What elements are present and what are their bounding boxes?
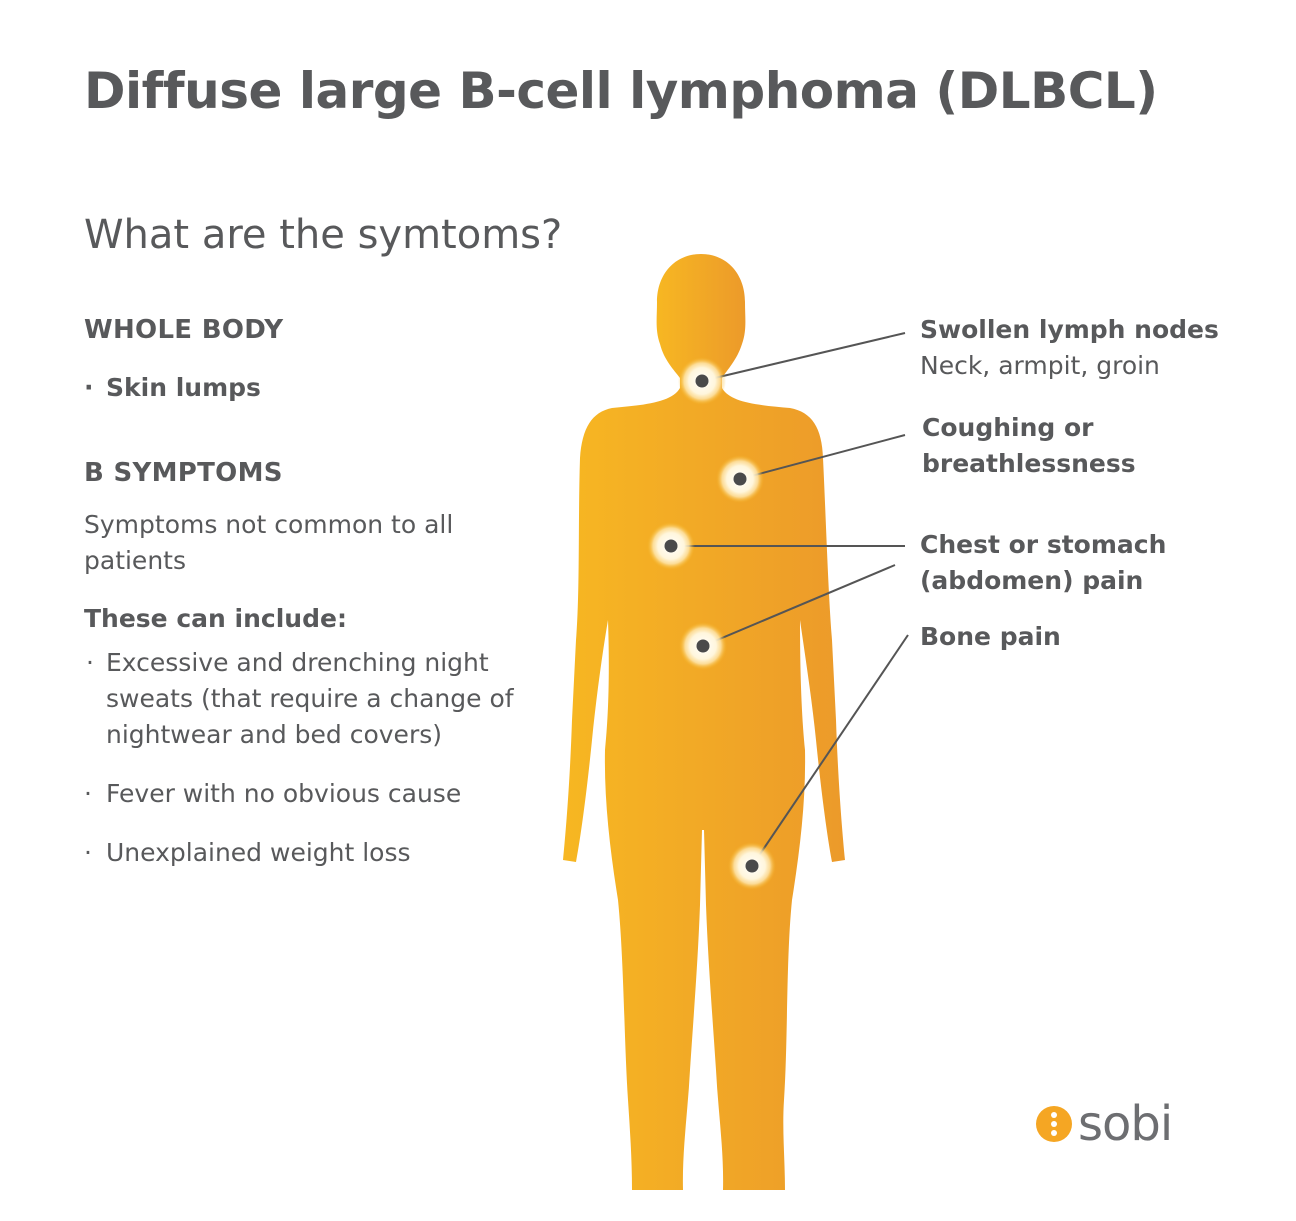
callout-swollen-lymph-nodes: Swollen lymph nodes Neck, armpit, groin <box>920 312 1219 384</box>
list-item: · Skin lumps <box>84 370 524 406</box>
callout-title: Chest or stomach (abdomen) pain <box>920 530 1167 595</box>
bullet-icon: · <box>84 838 92 867</box>
marker-chest <box>716 455 764 503</box>
list-item-text: Excessive and drenching night sweats (th… <box>106 648 514 749</box>
list-item: · Excessive and drenching night sweats (… <box>84 645 544 753</box>
marker-bone <box>728 842 776 890</box>
callout-coughing: Coughing or breathlessness <box>922 410 1142 482</box>
b-symptoms-heading: B SYMPTOMS <box>84 458 283 488</box>
callout-title: Swollen lymph nodes <box>920 315 1219 344</box>
bullet-icon: · <box>86 648 94 677</box>
human-body-silhouette <box>563 254 845 1190</box>
callout-chest-stomach: Chest or stomach (abdomen) pain <box>920 527 1190 599</box>
marker-neck <box>678 357 726 405</box>
connector-lines <box>671 332 909 867</box>
sobi-logo: sobi <box>1036 1096 1173 1152</box>
page-title: Diffuse large B-cell lymphoma (DLBCL) <box>84 62 1158 120</box>
list-item-text: Skin lumps <box>106 373 261 402</box>
symptom-markers <box>647 357 776 890</box>
list-item: · Unexplained weight loss <box>84 835 544 871</box>
sobi-logo-mark-icon <box>1036 1106 1072 1142</box>
marker-abdomen <box>679 622 727 670</box>
callout-bone-pain: Bone pain <box>920 619 1061 655</box>
list-item: · Fever with no obvious cause <box>84 776 544 812</box>
b-symptoms-description: Symptoms not common to all patients <box>84 510 454 575</box>
includes-label: These can include: <box>84 604 347 633</box>
whole-body-heading: WHOLE BODY <box>84 315 284 345</box>
bullet-icon: · <box>84 779 92 808</box>
list-item-text: Fever with no obvious cause <box>106 779 462 808</box>
connector-line-bone <box>751 634 909 867</box>
callout-detail: Neck, armpit, groin <box>920 351 1160 380</box>
callout-title: Coughing or breathlessness <box>922 413 1136 478</box>
connector-line-abdomen <box>702 564 896 647</box>
page-subtitle: What are the symtoms? <box>84 212 563 258</box>
logo-text: sobi <box>1078 1096 1173 1152</box>
callout-title: Bone pain <box>920 622 1061 651</box>
marker-stomach <box>647 522 695 570</box>
bullet-icon: · <box>84 373 94 402</box>
list-item-text: Unexplained weight loss <box>106 838 411 867</box>
connector-line-lymph-nodes <box>701 332 906 382</box>
connector-line-coughing <box>739 434 906 480</box>
